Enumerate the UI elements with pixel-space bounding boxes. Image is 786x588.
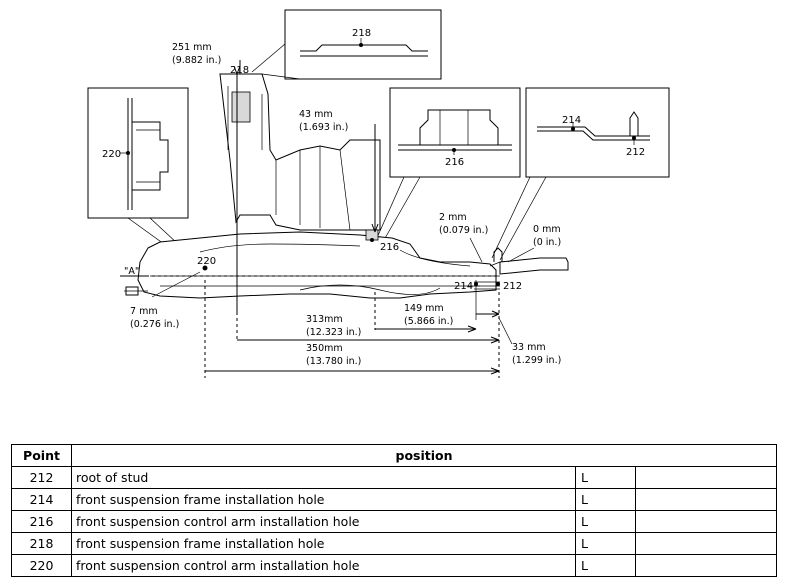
dim-43-in-label: (1.693 in.) [299, 122, 348, 133]
row-point: 214 [11, 488, 72, 511]
point-218-label: 218 [230, 65, 249, 76]
dim-33-label: 33 mm [512, 342, 546, 353]
dim-251-in-label: (9.882 in.) [172, 55, 221, 66]
point-220-label: 220 [197, 256, 216, 267]
suspension-frame-part [124, 73, 569, 299]
table-row: 214 front suspension frame installation … [11, 488, 778, 511]
dim-350-in-label: (13.780 in.) [306, 356, 361, 367]
detail-box-220: 220 [87, 87, 207, 271]
detail-214-label: 214 [562, 115, 581, 126]
row-side: L [575, 466, 636, 489]
row-extra [634, 554, 778, 577]
dim-0-label: 0 mm [533, 224, 561, 235]
detail-218-label: 218 [352, 28, 371, 39]
suspension-frame-diagram: 218 220 216 214 [87, 9, 670, 378]
dim-251-label: 251 mm [172, 42, 212, 53]
point-212-label: 212 [503, 281, 522, 292]
detail-216-label: 216 [445, 157, 464, 168]
row-extra [634, 488, 778, 511]
row-side: L [575, 488, 636, 511]
dim-149-in-label: (5.866 in.) [404, 316, 453, 327]
header-point: Point [11, 444, 72, 467]
row-point: 218 [11, 532, 72, 555]
detail-box-214-212: 214 212 [491, 87, 670, 261]
ref-a-label: "A" [124, 266, 139, 277]
table-row: 218 front suspension frame installation … [11, 532, 778, 555]
row-extra [634, 466, 778, 489]
dim-7-in-label: (0.276 in.) [130, 319, 179, 330]
table-row: 212 root of stud L [11, 466, 778, 489]
point-216-label: 216 [380, 242, 399, 253]
row-position: front suspension control arm installatio… [71, 554, 576, 577]
row-extra [634, 532, 778, 555]
row-point: 212 [11, 466, 72, 489]
dim-313-in-label: (12.323 in.) [306, 327, 361, 338]
row-position: front suspension frame installation hole [71, 532, 576, 555]
row-position: root of stud [71, 466, 576, 489]
row-point: 220 [11, 554, 72, 577]
dim-7-label: 7 mm [130, 306, 158, 317]
dim-2-in-label: (0.079 in.) [439, 225, 488, 236]
row-position: front suspension control arm installatio… [71, 510, 576, 533]
dim-0-in-label: (0 in.) [533, 237, 561, 248]
dim-2-label: 2 mm [439, 212, 467, 223]
dim-149-label: 149 mm [404, 303, 444, 314]
row-position: front suspension frame installation hole [71, 488, 576, 511]
row-side: L [575, 532, 636, 555]
table-header-row: Point position [11, 444, 778, 467]
dimension-lines [120, 60, 535, 378]
dim-43-label: 43 mm [299, 109, 333, 120]
table-row: 216 front suspension control arm install… [11, 510, 778, 533]
header-position: position [70, 444, 778, 467]
row-side: L [575, 554, 636, 577]
detail-220-label: 220 [102, 149, 121, 160]
dim-313-label: 313mm [306, 314, 343, 325]
dim-33-in-label: (1.299 in.) [512, 355, 561, 366]
table-row: 220 front suspension control arm install… [11, 554, 778, 577]
diagram-labels: 251 mm (9.882 in.) 218 43 mm (1.693 in.)… [124, 42, 561, 367]
point-214-label: 214 [454, 281, 473, 292]
point-position-table: Point position 212 root of stud L 214 fr… [11, 444, 778, 577]
dim-350-label: 350mm [306, 343, 343, 354]
row-side: L [575, 510, 636, 533]
row-point: 216 [11, 510, 72, 533]
detail-box-218: 218 [251, 9, 442, 80]
detail-box-216: 216 [375, 87, 521, 241]
detail-212-label: 212 [626, 147, 645, 158]
row-extra [634, 510, 778, 533]
